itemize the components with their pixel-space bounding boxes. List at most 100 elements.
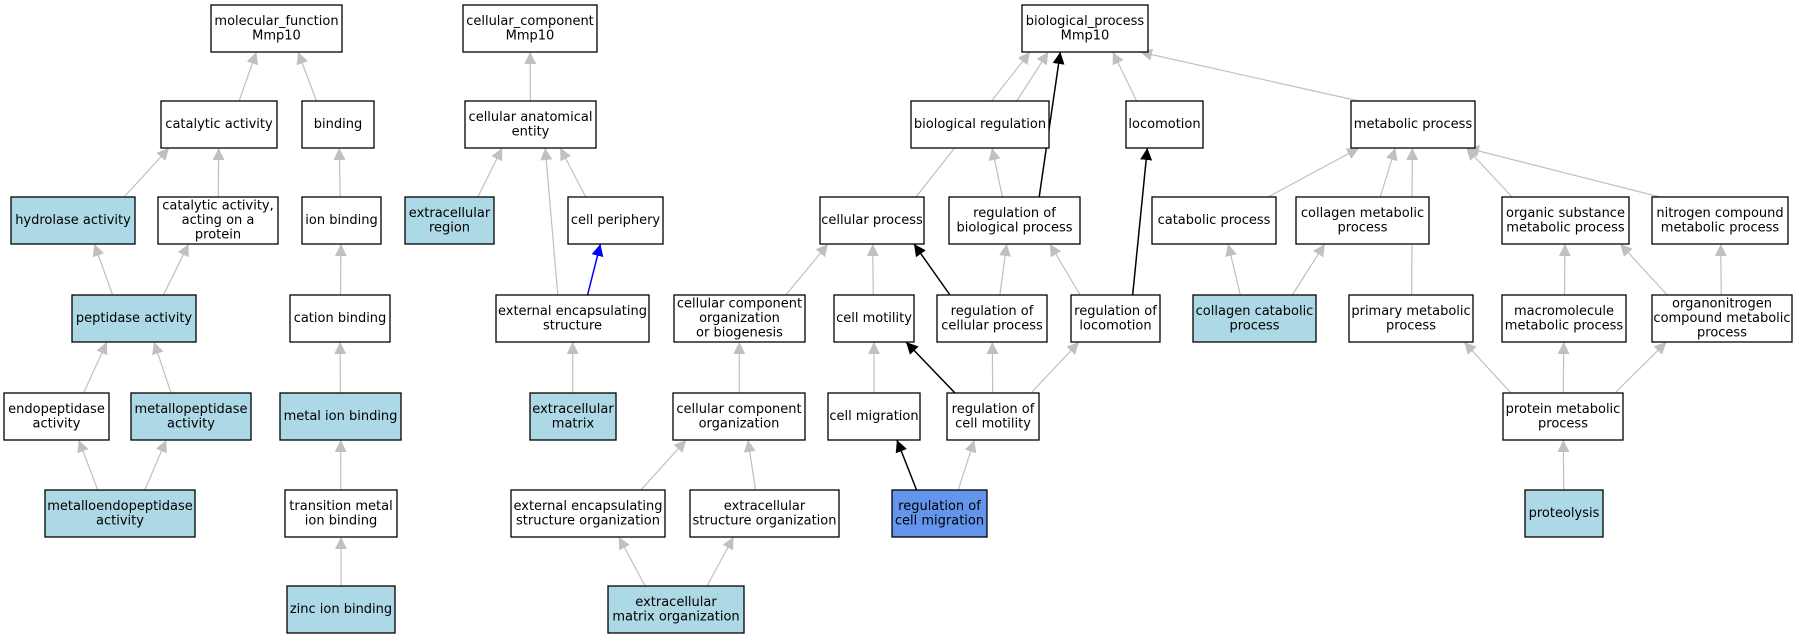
go-term-label-line: metallopeptidase xyxy=(134,402,247,417)
go-term-node-cell-motility[interactable]: cell motility xyxy=(834,295,914,342)
go-term-label-line: collagen catabolic xyxy=(1196,304,1314,319)
go-term-label-line: cellular component xyxy=(676,402,801,417)
go-term-label-line: extracellular xyxy=(532,402,614,417)
go-term-label-line: organonitrogen xyxy=(1672,297,1772,312)
go-term-label-line: metabolic process xyxy=(1505,318,1624,333)
go-term-node-cation-binding[interactable]: cation binding xyxy=(290,295,390,342)
go-term-label-line: process xyxy=(1230,318,1280,333)
go-term-label-line: biological_process xyxy=(1026,14,1145,29)
edge-is-a-regulation-of-locomotion-to-regulation-of-biological-process xyxy=(1050,244,1080,295)
go-term-node-peptidase-activity[interactable]: peptidase activity xyxy=(72,295,196,342)
go-term-node-binding[interactable]: binding xyxy=(302,101,374,148)
go-term-label-line: Mmp10 xyxy=(1061,28,1110,43)
go-term-node-proteolysis[interactable]: proteolysis xyxy=(1525,490,1603,537)
go-term-label-line: organization xyxy=(699,416,780,431)
go-term-label-line: cation binding xyxy=(294,311,387,326)
go-term-label-line: process xyxy=(1538,416,1588,431)
go-term-label-line: activity xyxy=(96,513,144,528)
edge-is-a-extracellular-matrix-organization-to-external-encapsulating-structure-organization xyxy=(619,537,645,586)
edge-is-a-extracellular-region-to-cellular-anatomical-entity xyxy=(478,148,502,197)
go-term-node-metal-ion-binding[interactable]: metal ion binding xyxy=(280,393,401,440)
edge-is-a-locomotion-to-bp-root xyxy=(1113,52,1137,101)
go-term-label-line: regulation of xyxy=(951,304,1034,319)
go-term-label-line: activity xyxy=(167,416,215,431)
edge-regulates-regulation-of-locomotion-to-locomotion xyxy=(1133,148,1148,295)
go-term-label-line: structure xyxy=(543,318,602,333)
edge-regulates-regulation-of-cellular-process-to-cellular-process xyxy=(914,244,950,295)
go-term-label-line: activity xyxy=(33,416,81,431)
go-term-label-line: extracellular xyxy=(409,206,491,221)
go-term-label-line: cellular process xyxy=(821,213,923,228)
go-term-label-line: transition metal xyxy=(289,499,392,514)
edge-is-a-peptidase-activity-to-hydrolase-activity xyxy=(94,244,112,295)
go-term-label-line: ion binding xyxy=(305,513,377,528)
go-term-label-line: locomotion xyxy=(1079,318,1151,333)
go-term-label-line: hydrolase activity xyxy=(15,213,131,228)
go-term-label-line: cell migration xyxy=(829,409,918,424)
go-term-label-line: entity xyxy=(512,124,550,139)
go-term-node-catalytic-activity[interactable]: catalytic activity xyxy=(161,101,277,148)
edge-is-a-peptidase-activity-to-catalytic-protein xyxy=(163,244,188,295)
go-term-node-metabolic-process[interactable]: metabolic process xyxy=(1351,101,1475,148)
go-term-label-line: binding xyxy=(314,117,362,132)
go-term-label-line: cell motility xyxy=(836,311,912,326)
go-term-node-catabolic-process[interactable]: catabolic process xyxy=(1152,197,1276,244)
edge-is-a-metalloendopeptidase-activity-to-metallopeptidase-activity xyxy=(145,440,166,490)
go-term-label-line: cellular process xyxy=(941,318,1043,333)
edge-is-a-metabolic-process-to-bp-root xyxy=(1140,52,1359,101)
go-term-node-locomotion[interactable]: locomotion xyxy=(1126,101,1203,148)
go-term-label-line: biological regulation xyxy=(914,117,1046,132)
go-term-node-biological-regulation[interactable]: biological regulation xyxy=(911,101,1049,148)
go-term-label-line: proteolysis xyxy=(1529,506,1600,521)
go-term-node-cell-migration[interactable]: cell migration xyxy=(828,393,920,440)
go-term-label-line: metabolic process xyxy=(1506,220,1625,235)
go-term-node-zinc-ion-binding[interactable]: zinc ion binding xyxy=(287,586,395,633)
edge-is-a-biological-regulation-to-bp-root xyxy=(1017,52,1049,101)
go-term-label-line: molecular_function xyxy=(214,14,338,29)
go-term-node-cellular-process[interactable]: cellular process xyxy=(820,197,924,244)
edge-is-a-endopeptidase-activity-to-peptidase-activity xyxy=(84,342,107,393)
go-term-label-line: extracellular xyxy=(724,499,806,514)
go-term-label-line: zinc ion binding xyxy=(290,602,392,617)
go-term-label-line: cellular component xyxy=(677,297,802,312)
go-term-label-line: matrix organization xyxy=(612,609,739,624)
go-term-node-ion-binding[interactable]: ion binding xyxy=(302,197,381,244)
go-term-node-cell-periphery[interactable]: cell periphery xyxy=(568,197,663,244)
go-term-label-line: metabolic process xyxy=(1661,220,1780,235)
edge-is-a-hydrolase-activity-to-catalytic-activity xyxy=(124,148,169,197)
edge-is-a-organic-substance-metabolic-process-to-metabolic-process xyxy=(1466,148,1512,197)
go-term-label-line: locomotion xyxy=(1128,117,1200,132)
edge-is-a-cell-periphery-to-cellular-anatomical-entity xyxy=(560,148,586,197)
go-term-node-hydrolase-activity[interactable]: hydrolase activity xyxy=(11,197,135,244)
